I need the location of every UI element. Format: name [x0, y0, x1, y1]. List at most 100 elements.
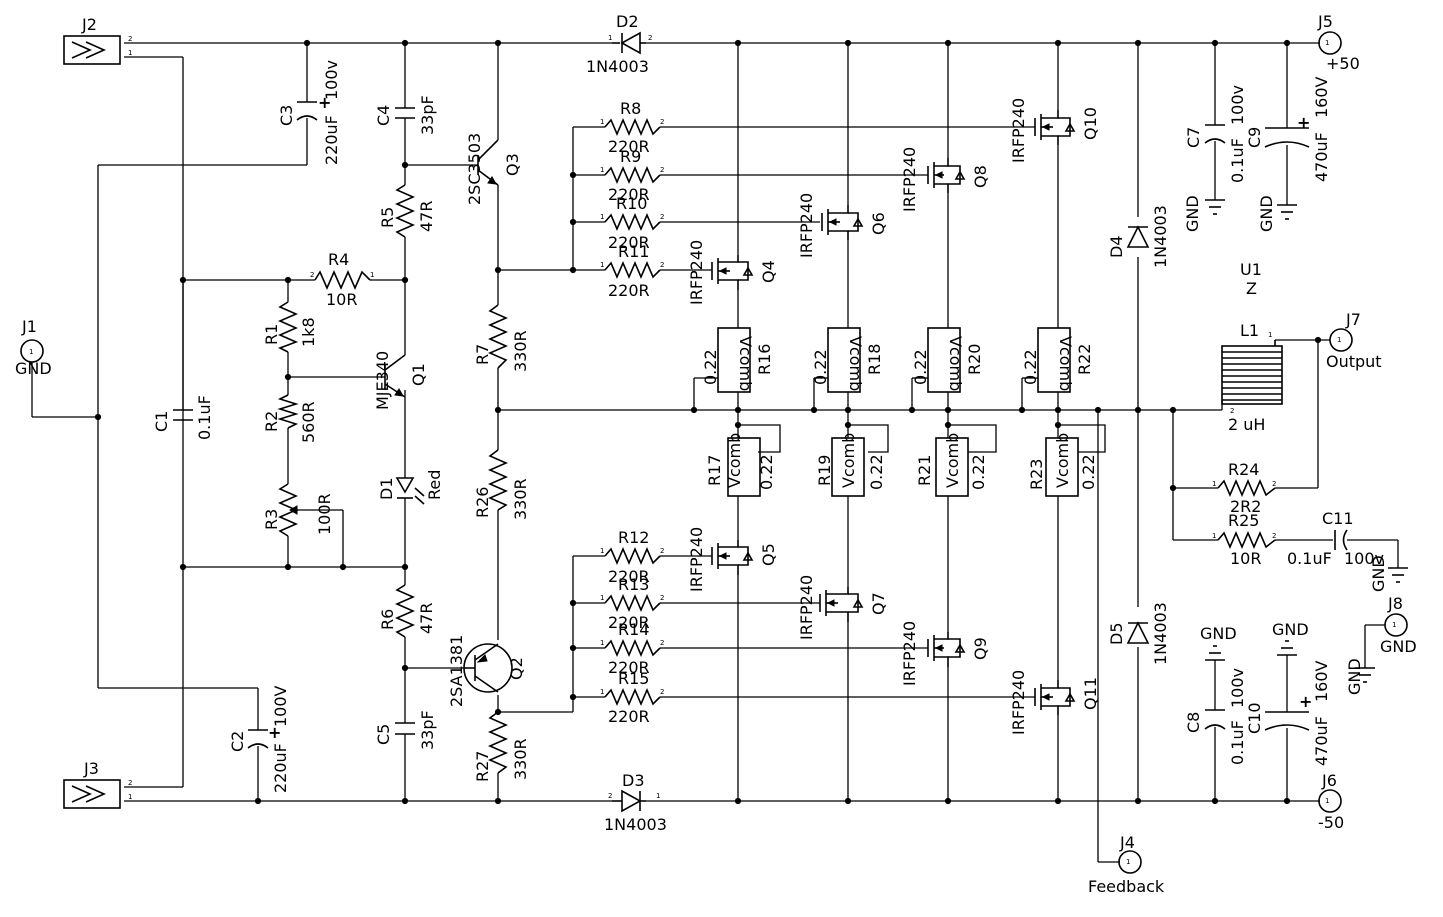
- mosfet-q8[interactable]: IRFP240 Q8: [900, 147, 990, 212]
- svg-text:2: 2: [128, 779, 132, 787]
- connector-j5[interactable]: 1 J5 +50: [1317, 12, 1360, 73]
- resistor-r5[interactable]: R5 47R: [378, 184, 436, 238]
- capacitor-c3[interactable]: + C3 220uF 100v: [277, 60, 341, 165]
- connector-j4[interactable]: 1 J4 Feedback: [1088, 833, 1165, 896]
- resistor-r1[interactable]: R1 1k8: [262, 301, 318, 353]
- r19-value: 0.22: [867, 454, 886, 490]
- r8-ref: R8: [620, 99, 641, 118]
- resistor-r27[interactable]: R27 330R: [473, 711, 530, 782]
- capacitor-c2[interactable]: + C2 220uF 100V: [228, 685, 290, 793]
- emitter-resistor-r16[interactable]: Vcomb 0.22 R16: [701, 327, 774, 393]
- c5-ref: C5: [374, 724, 393, 745]
- connector-j6[interactable]: 1 J6 -50: [1318, 771, 1344, 832]
- transistor-q1[interactable]: MJE340 Q1: [373, 351, 428, 410]
- diode-d2[interactable]: D2 1N4003: [586, 12, 649, 76]
- resistor-r13[interactable]: R13 220R: [604, 575, 661, 632]
- led-d1[interactable]: D1 Red: [377, 470, 444, 505]
- mosfet-q4[interactable]: IRFP240 Q4: [687, 240, 778, 305]
- resistor-r10[interactable]: R10 220R: [604, 194, 661, 252]
- mosfet-q5[interactable]: IRFP240 Q5: [687, 527, 778, 592]
- c9-rating: 160V: [1312, 76, 1331, 118]
- q3-part: 2SC3503: [465, 133, 484, 205]
- resistor-r7[interactable]: R7 330R: [473, 304, 530, 372]
- connector-j3[interactable]: J3 21: [63, 759, 132, 809]
- capacitor-c5[interactable]: C5 33pF: [374, 710, 437, 750]
- r3-ref: R3: [262, 509, 281, 530]
- resistor-r24[interactable]: R24 2R2: [1217, 460, 1276, 516]
- gnd-c7-label: GND: [1183, 195, 1202, 232]
- resistor-r9[interactable]: R9 220R: [604, 147, 661, 204]
- c10-rating: 160V: [1312, 660, 1331, 702]
- svg-text:2: 2: [660, 213, 664, 221]
- connector-j2[interactable]: J2 21: [63, 15, 132, 65]
- inductor-l1[interactable]: L1 2 uH: [1221, 321, 1283, 434]
- resistor-r15[interactable]: R15 220R: [604, 669, 661, 726]
- resistor-r8[interactable]: R8 220R: [604, 99, 661, 156]
- c2-rating: 100V: [271, 685, 290, 727]
- potentiometer-r3[interactable]: R3 100R: [262, 483, 334, 537]
- svg-text:1: 1: [1392, 621, 1396, 629]
- q10-part: IRFP240: [1009, 98, 1028, 163]
- d1-value: Red: [425, 470, 444, 500]
- diode-d5[interactable]: D5 1N4003: [1107, 602, 1170, 665]
- capacitor-c4[interactable]: C4 33pF: [374, 95, 437, 135]
- svg-text:1: 1: [29, 348, 33, 356]
- emitter-resistor-r19[interactable]: Vcomb 0.22 R19: [815, 433, 886, 497]
- mosfet-q7[interactable]: IRFP240 Q7: [797, 575, 888, 640]
- r23-ref: R23: [1027, 459, 1046, 490]
- emitter-resistor-r20[interactable]: Vcomb 0.22 R20: [911, 327, 984, 393]
- svg-text:1: 1: [1126, 858, 1130, 866]
- r21-value: 0.22: [969, 454, 988, 490]
- r10-ref: R10: [616, 194, 647, 213]
- capacitor-c11[interactable]: C11 0.1uF 100v: [1287, 509, 1384, 568]
- c5-value: 33pF: [418, 710, 437, 750]
- diode-d3[interactable]: D3 1N4003: [604, 771, 667, 834]
- mosfet-q10[interactable]: IRFP240 Q10: [1009, 98, 1100, 163]
- svg-text:2: 2: [660, 118, 664, 126]
- ground-j8: GND: [1345, 658, 1375, 695]
- q11-part: IRFP240: [1009, 670, 1028, 735]
- connector-j1[interactable]: 1 J1 GND: [15, 317, 52, 378]
- connector-j8[interactable]: 1 J8 GND: [1380, 594, 1417, 656]
- r13-ref: R13: [618, 575, 649, 594]
- resistor-r26[interactable]: R26 330R: [473, 449, 530, 520]
- r16-ref: R16: [755, 344, 774, 375]
- transistor-q3[interactable]: 2SC3503 Q3: [465, 133, 522, 205]
- resistor-r6[interactable]: R6 47R: [378, 584, 436, 638]
- svg-text:1: 1: [600, 547, 604, 555]
- capacitor-c1[interactable]: C1 0.1uF: [152, 395, 214, 440]
- r4-ref: R4: [328, 250, 349, 269]
- c8-value: 0.1uF: [1228, 720, 1247, 765]
- emitter-resistor-r17[interactable]: Vcomb 0.22 R17: [705, 433, 776, 497]
- resistor-r14[interactable]: R14 220R: [604, 620, 661, 677]
- gnd-c9-label: GND: [1257, 195, 1276, 232]
- mosfet-q11[interactable]: IRFP240 Q11: [1009, 670, 1100, 735]
- emitter-resistor-r22[interactable]: Vcomb 0.22 R22: [1021, 327, 1094, 393]
- gnd-c10-label: GND: [1272, 620, 1309, 639]
- capacitor-c8[interactable]: C8 0.1uF 100v: [1184, 668, 1247, 765]
- transistor-q2[interactable]: 2SA1381 Q2: [447, 635, 526, 707]
- connector-j7[interactable]: 1 J7 Output: [1326, 310, 1382, 371]
- emitter-resistor-r21[interactable]: Vcomb 0.22 R21: [915, 433, 988, 497]
- mosfet-q6[interactable]: IRFP240 Q6: [797, 193, 888, 258]
- resistor-r4[interactable]: R4 10R: [314, 250, 371, 309]
- d2-ref: D2: [616, 12, 639, 31]
- diode-d4[interactable]: D4 1N4003: [1107, 205, 1170, 268]
- r19-vcomb: Vcomb: [839, 433, 858, 488]
- emitter-resistor-r18[interactable]: Vcomb 0.22 R18: [811, 327, 884, 393]
- svg-text:1: 1: [600, 639, 604, 647]
- resistor-r25[interactable]: R25 10R: [1217, 511, 1276, 568]
- capacitor-c9[interactable]: + C9 470uF 160V: [1245, 76, 1331, 182]
- c4-value: 33pF: [418, 95, 437, 135]
- resistor-r12[interactable]: R12 220R: [604, 528, 661, 586]
- capacitor-c10[interactable]: + C10 470uF 160V: [1245, 660, 1331, 766]
- svg-text:2: 2: [648, 34, 652, 42]
- capacitor-c7[interactable]: C7 0.1uF 100v: [1184, 85, 1247, 183]
- r15-value: 220R: [608, 707, 650, 726]
- mosfet-q9[interactable]: IRFP240 Q9: [900, 621, 990, 686]
- c11-ref: C11: [1322, 509, 1354, 528]
- resistor-r11[interactable]: R11 220R: [604, 242, 661, 300]
- c8-rating: 100v: [1228, 668, 1247, 708]
- emitter-resistor-r23[interactable]: Vcomb 0.22 R23: [1027, 433, 1098, 497]
- resistor-r2[interactable]: R2 560R: [262, 394, 318, 443]
